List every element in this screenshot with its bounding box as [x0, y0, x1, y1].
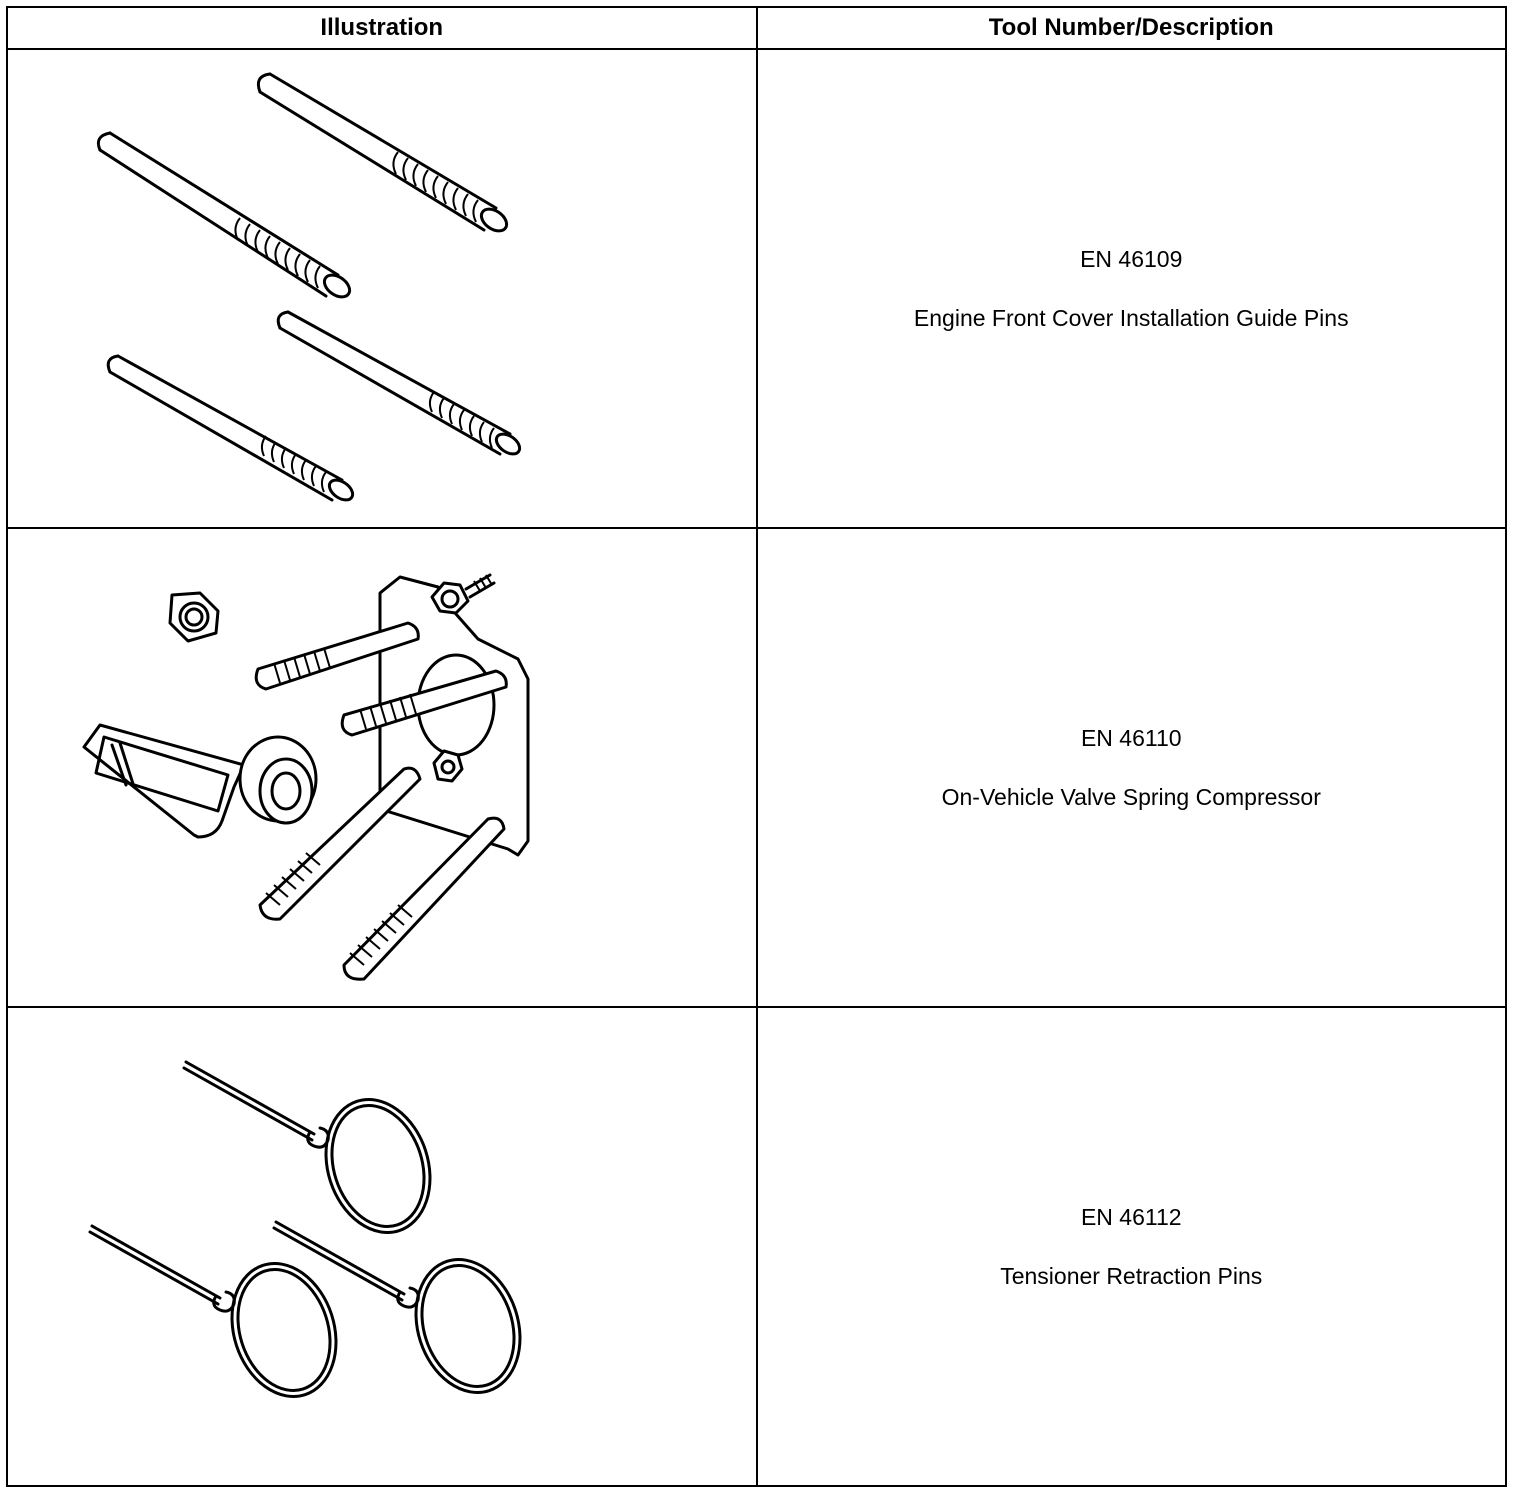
tool-description: On-Vehicle Valve Spring Compressor [941, 783, 1321, 810]
illustration-column-header: Illustration [6, 6, 758, 50]
illustration-cell [6, 1006, 758, 1487]
illustration-cell [6, 48, 758, 529]
table-header-row: Illustration Tool Number/Description [6, 6, 1507, 50]
tool-description-cell: EN 46112 Tensioner Retraction Pins [755, 1006, 1507, 1487]
tool-description-cell: EN 46110 On-Vehicle Valve Spring Compres… [755, 527, 1507, 1008]
tool-number: EN 46112 [1080, 1203, 1182, 1230]
illustration-cell [6, 527, 758, 1008]
tool-description-cell: EN 46109 Engine Front Cover Installation… [755, 48, 1507, 529]
special-tools-table: Illustration Tool Number/Description [6, 6, 1507, 1487]
table-row: EN 46110 On-Vehicle Valve Spring Compres… [6, 527, 1507, 1008]
table-row: EN 46112 Tensioner Retraction Pins [6, 1006, 1507, 1487]
guide-pins-icon [96, 72, 522, 502]
table-row: EN 46109 Engine Front Cover Installation… [6, 48, 1507, 529]
tool-number: EN 46110 [1080, 724, 1182, 751]
tool-number: EN 46109 [1080, 245, 1183, 272]
tool-description: Tensioner Retraction Pins [1000, 1262, 1263, 1289]
valve-spring-compressor-icon [82, 573, 530, 981]
tool-column-header: Tool Number/Description [755, 6, 1507, 50]
tool-description: Engine Front Cover Installation Guide Pi… [913, 304, 1349, 331]
retraction-pins-icon [88, 1060, 522, 1398]
